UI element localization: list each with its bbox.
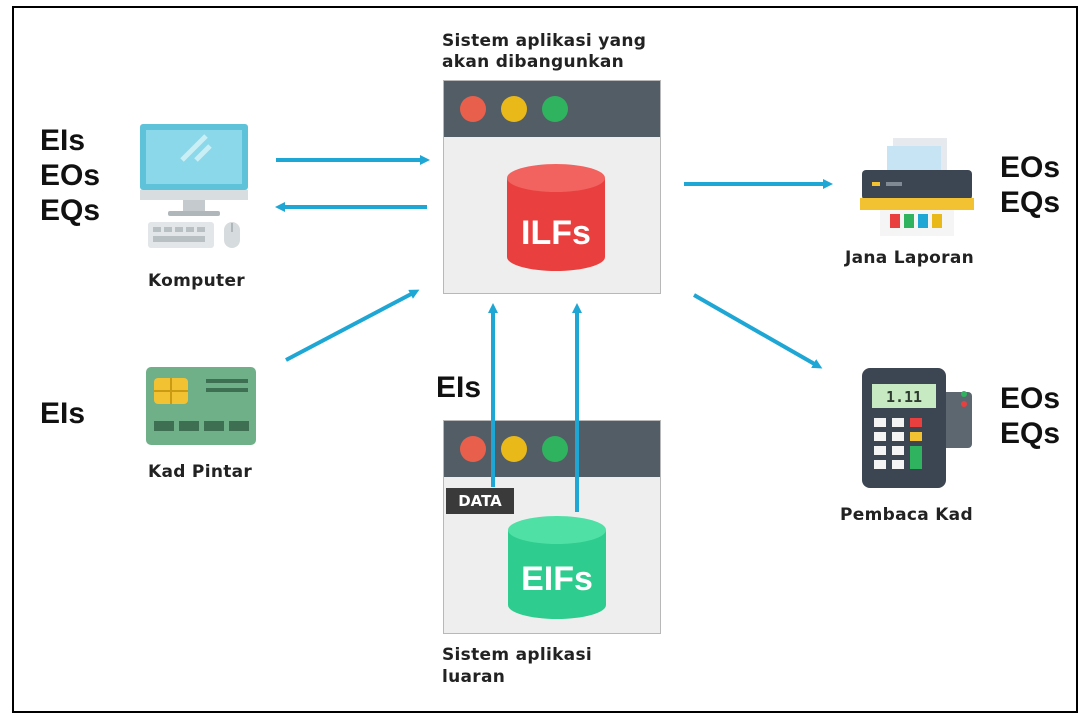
- external-system-label: Sistem aplikasi luaran: [442, 645, 592, 687]
- external-input-types: EIs: [436, 371, 482, 404]
- computer-icon: [140, 124, 248, 248]
- card-reader-label: Pembaca Kad: [840, 505, 973, 525]
- computer-types: EIs EOs EQs: [40, 124, 101, 227]
- report-label: Jana Laporan: [845, 248, 974, 268]
- window-close-dot: [460, 96, 486, 122]
- window-title-bar: [444, 421, 660, 477]
- reader-display-text: 1.11: [886, 388, 922, 406]
- computer-label: Komputer: [148, 271, 245, 291]
- arrow-card-to-system: [285, 289, 420, 362]
- window-title-bar: [444, 81, 660, 137]
- window-minimize-dot: [501, 436, 527, 462]
- ilfs-label: ILFs: [521, 214, 591, 252]
- window-maximize-dot: [542, 96, 568, 122]
- smart-card-icon: [146, 367, 256, 445]
- data-tag: DATA: [446, 488, 514, 514]
- eifs-database-icon: EIFs: [508, 516, 606, 619]
- report-types: EOs EQs: [1000, 151, 1061, 219]
- card-reader-icon: 1.11: [862, 368, 972, 488]
- printer-icon: [860, 138, 974, 236]
- diagram-frame: [12, 6, 1078, 713]
- eifs-label: EIFs: [521, 560, 593, 598]
- main-system-label: Sistem aplikasi yang akan dibangunkan: [442, 31, 647, 72]
- card-reader-types: EOs EQs: [1000, 382, 1061, 450]
- smart-card-label: Kad Pintar: [148, 462, 253, 482]
- arrow-system-to-reader: [693, 293, 823, 369]
- window-maximize-dot: [542, 436, 568, 462]
- ilfs-database-icon: ILFs: [507, 164, 605, 271]
- window-minimize-dot: [501, 96, 527, 122]
- window-close-dot: [460, 436, 486, 462]
- smart-card-types: EIs: [40, 397, 86, 430]
